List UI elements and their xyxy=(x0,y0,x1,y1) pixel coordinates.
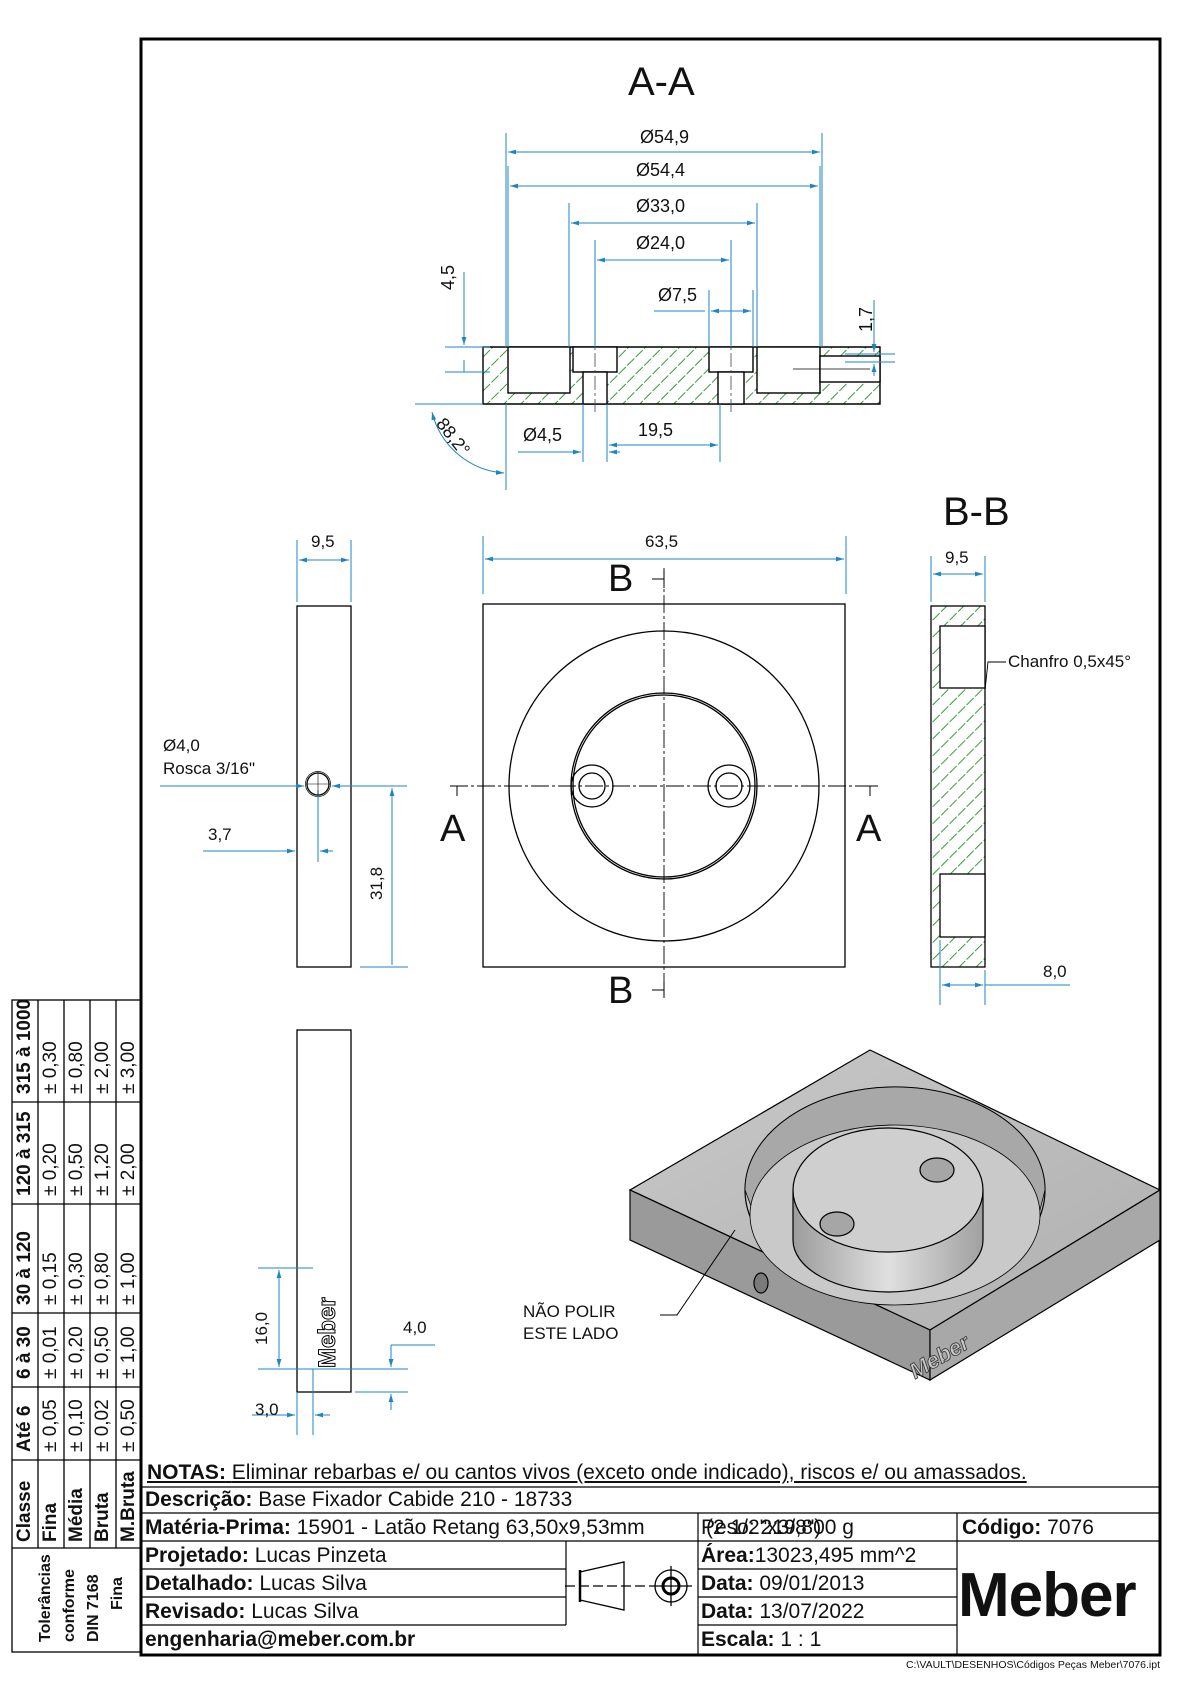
chamfer-leader xyxy=(984,661,1006,691)
dim-hole-d45: Ø4,5 xyxy=(523,425,563,445)
materia-row: Matéria-Prima: 15901 - Latão Retang 63,5… xyxy=(145,1515,645,1541)
company-logo: Meber xyxy=(958,1561,1137,1630)
section-bb-title: B-B xyxy=(943,490,1010,534)
no-polish-leader xyxy=(660,1229,736,1316)
dim-thread: Rosca 3/16" xyxy=(163,759,256,778)
dim-engraving-offset-bottom: 4,0 xyxy=(403,1318,427,1337)
section-bb-view xyxy=(930,605,986,968)
engraving-dimensions xyxy=(252,1267,435,1435)
data1-label: Data: xyxy=(701,1572,754,1595)
dim-bb-width: 9,5 xyxy=(945,548,969,567)
escala-value: 1 : 1 xyxy=(780,1628,822,1651)
peso-label: Peso: xyxy=(701,1516,755,1539)
chamfer-note: Chanfro 0,5x45° xyxy=(1008,652,1132,671)
iso-note-line1: NÃO POLIR xyxy=(523,1302,616,1321)
marker-a-right: A xyxy=(856,808,882,850)
file-path: C:\VAULT\DESENHOS\Códigos Peças Meber\70… xyxy=(905,1659,1160,1671)
data1-value: 09/01/2013 xyxy=(759,1572,865,1595)
marker-b-top: B xyxy=(608,558,634,600)
front-view-centerlines xyxy=(450,568,878,998)
dim-d75: Ø7,5 xyxy=(658,285,698,305)
email-link[interactable]: engenharia@meber.com.br xyxy=(145,1628,416,1651)
area-value: 13023,495 mm^2 xyxy=(754,1544,917,1567)
codigo-row: Código: 7076 xyxy=(962,1515,1094,1541)
materia-label: Matéria-Prima: xyxy=(145,1516,291,1539)
dim-hole-offset: 3,7 xyxy=(208,825,232,844)
dim-d330: Ø33,0 xyxy=(636,196,686,216)
notes-label: NOTAS: xyxy=(147,1461,226,1484)
dim-side-width: 9,5 xyxy=(311,532,335,551)
descricao-row: Descrição: Base Fixador Cabide 210 - 187… xyxy=(145,1487,572,1513)
descricao-label: Descrição: xyxy=(145,1488,253,1511)
projection-symbol-icon xyxy=(565,1561,692,1611)
marker-a-left: A xyxy=(440,808,466,850)
detalhado-value: Lucas Silva xyxy=(259,1572,367,1595)
isometric-view xyxy=(628,1049,1162,1382)
peso-value: 219,800 g xyxy=(760,1516,854,1539)
materia-overlap: (2 1/2"x3/8") xyxy=(706,1516,822,1539)
iso-note-line2: ESTE LADO xyxy=(523,1324,619,1343)
escala-row: Escala: 1 : 1 xyxy=(701,1627,821,1653)
area-label: Área: xyxy=(701,1544,755,1567)
descricao-value: Base Fixador Cabide 210 - 18733 xyxy=(258,1488,573,1511)
section-aa-title: A-A xyxy=(628,60,695,104)
dim-d549: Ø54,9 xyxy=(640,127,690,147)
codigo-value: 7076 xyxy=(1047,1516,1094,1539)
projetado-row: Projetado: Lucas Pinzeta xyxy=(145,1543,387,1569)
materia-value: 15901 - Latão Retang 63,50x9,53mm xyxy=(296,1516,645,1539)
dim-d544: Ø54,4 xyxy=(636,160,686,180)
projetado-value: Lucas Pinzeta xyxy=(254,1544,387,1567)
iso-right-face xyxy=(929,1188,1161,1382)
dim-front-width: 63,5 xyxy=(645,532,679,551)
peso-row: Peso: 219,800 g xyxy=(701,1515,854,1541)
dim-hole-dia: Ø4,0 xyxy=(163,736,200,755)
cutting-plane-markers xyxy=(451,570,877,998)
sheet-border xyxy=(139,37,1162,1657)
side-view-dimensions xyxy=(160,540,408,968)
dim-engraving-offset-side: 3,0 xyxy=(255,1400,279,1419)
area-row: Área:13023,495 mm^2 xyxy=(701,1543,916,1569)
notes-row: NOTAS: Eliminar rebarbas e/ ou cantos vi… xyxy=(147,1460,1027,1486)
detalhado-label: Detalhado: xyxy=(145,1572,254,1595)
dim-spacing: 19,5 xyxy=(638,420,674,440)
data2-value: 13/07/2022 xyxy=(759,1600,865,1623)
revisado-row: Revisado: Lucas Silva xyxy=(145,1599,359,1625)
revisado-value: Lucas Silva xyxy=(251,1600,359,1623)
dim-bb-pocket: 8,0 xyxy=(1043,962,1067,981)
marker-b-bottom: B xyxy=(608,970,634,1012)
data2-row: Data: 13/07/2022 xyxy=(701,1599,864,1625)
dim-d240: Ø24,0 xyxy=(636,233,686,253)
notes-text: Eliminar rebarbas e/ ou cantos vivos (ex… xyxy=(231,1461,1027,1484)
section-aa-dimensions xyxy=(415,133,895,490)
engraving-side-view xyxy=(296,1029,352,1393)
data2-label: Data: xyxy=(701,1600,754,1623)
codigo-label: Código: xyxy=(962,1516,1042,1539)
data1-row: Data: 09/01/2013 xyxy=(701,1571,864,1597)
projetado-label: Projetado: xyxy=(145,1544,249,1567)
revisado-label: Revisado: xyxy=(145,1600,246,1623)
detalhado-row: Detalhado: Lucas Silva xyxy=(145,1571,367,1597)
escala-label: Escala: xyxy=(701,1628,775,1651)
